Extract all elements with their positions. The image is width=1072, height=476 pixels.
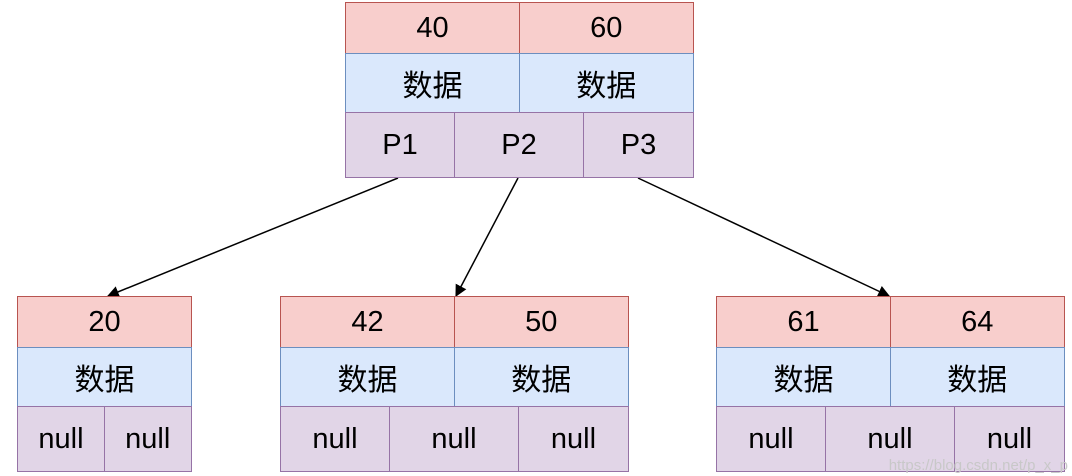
root-key-1: 40: [345, 2, 520, 54]
right-pointer-1: null: [716, 406, 826, 472]
edge-p2-to-middle: [455, 177, 519, 298]
right-data-row: 数据 数据: [716, 346, 1065, 408]
left-keys-row: 20: [17, 296, 192, 348]
right-data-1: 数据: [716, 346, 891, 408]
root-key-2: 60: [518, 2, 694, 54]
middle-pointer-2: null: [388, 406, 520, 472]
root-node: 40 60 数据 数据 P1 P2 P3: [345, 2, 694, 178]
left-pointer-1: null: [17, 406, 105, 472]
right-data-2: 数据: [889, 346, 1065, 408]
left-pointer-2: null: [103, 406, 192, 472]
left-child-node: 20 数据 null null: [17, 296, 192, 472]
middle-data-1: 数据: [280, 346, 455, 408]
right-key-1: 61: [716, 296, 891, 348]
middle-pointers-row: null null null: [280, 406, 629, 472]
edge-p3-to-right: [637, 177, 891, 297]
right-pointers-row: null null null: [716, 406, 1065, 472]
watermark: https://blog.csdn.net/p_x_p: [888, 457, 1068, 474]
middle-pointer-3: null: [518, 406, 629, 472]
left-key-1: 20: [17, 296, 192, 348]
middle-key-2: 50: [453, 296, 629, 348]
left-data-row: 数据: [17, 346, 192, 408]
middle-data-row: 数据 数据: [280, 346, 629, 408]
right-keys-row: 61 64: [716, 296, 1065, 348]
root-pointer-p1: P1: [345, 112, 455, 178]
root-data-2: 数据: [518, 52, 694, 114]
middle-key-1: 42: [280, 296, 455, 348]
middle-data-2: 数据: [453, 346, 629, 408]
middle-keys-row: 42 50: [280, 296, 629, 348]
left-data-1: 数据: [17, 346, 192, 408]
edge-p1-to-left: [106, 177, 399, 298]
left-pointers-row: null null: [17, 406, 192, 472]
root-pointer-p3: P3: [583, 112, 694, 178]
middle-pointer-1: null: [280, 406, 390, 472]
right-child-node: 61 64 数据 数据 null null null: [716, 296, 1065, 472]
root-data-1: 数据: [345, 52, 520, 114]
root-pointers-row: P1 P2 P3: [345, 112, 694, 178]
root-data-row: 数据 数据: [345, 52, 694, 114]
root-pointer-p2: P2: [453, 112, 585, 178]
middle-child-node: 42 50 数据 数据 null null null: [280, 296, 629, 472]
right-pointer-3: null: [954, 406, 1065, 472]
right-key-2: 64: [889, 296, 1065, 348]
root-keys-row: 40 60: [345, 2, 694, 54]
